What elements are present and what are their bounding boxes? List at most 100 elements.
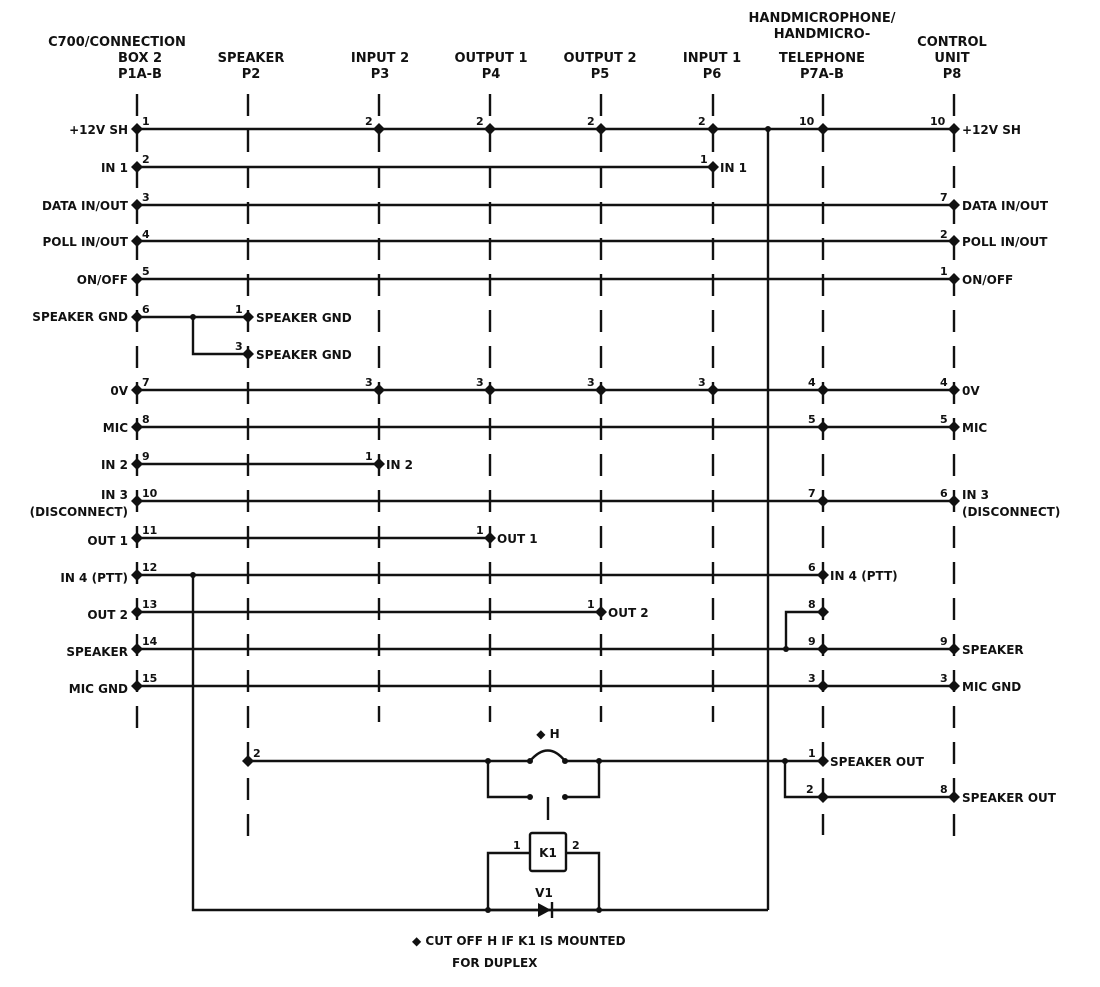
jumper-h-terminal-left [527,758,533,764]
wire-speaker-gnd-b [191,317,248,356]
p1-pin-6: 6 [142,303,150,316]
p1-pin-14: 14 [142,635,158,648]
relay-k1-label: K1 [539,846,557,860]
junction [765,126,771,132]
terminal-p1 [131,606,143,618]
terminal-p1 [131,199,143,211]
p8-pin-data: 7 [940,191,948,204]
p1-pin-10: 10 [142,487,158,500]
terminal-p8 [948,235,960,247]
connector-headers: C700/CONNECTION BOX 2 P1A-B SPEAKER P2 I… [48,11,987,82]
p7-pin-9: 9 [808,635,816,648]
signal-label-3: DATA IN/OUT [42,199,129,213]
terminal-p1 [131,458,143,470]
label-p8-speaker-out: SPEAKER OUT [962,791,1057,805]
p4-pin-out1: 1 [476,524,484,537]
p1-pin-4: 4 [142,228,150,241]
header-p1-line2: BOX 2 [118,51,162,66]
signal-label-2: IN 1 [101,161,128,175]
p6-pin-12v: 2 [698,115,706,128]
p5-pin-12v: 2 [587,115,595,128]
terminal-p1 [131,311,143,323]
header-p5-line1: OUTPUT 2 [564,51,637,66]
junction [596,907,602,913]
terminal-p1 [131,384,143,396]
signal-label-10: IN 3 [101,488,128,502]
signal-label-12: IN 4 (PTT) [60,571,128,585]
p7-pin-spkout2: 2 [806,783,814,796]
p1-pin-7: 7 [142,376,150,389]
p5-pin-0v: 3 [587,376,595,389]
header-p8-line2: UNIT [934,51,969,66]
p8-pin-in3: 6 [940,487,948,500]
junction [190,572,196,578]
p8-pin-poll: 2 [940,228,948,241]
p4-pin-12v: 2 [476,115,484,128]
label-p8-in3: IN 3 [962,488,989,502]
signal-label-1: +12V SH [69,123,128,137]
signal-label-15: MIC GND [69,682,128,696]
label-p3-in2: IN 2 [386,458,413,472]
label-p2-speaker-gnd-1: SPEAKER GND [256,311,352,325]
junction [485,758,491,764]
p1-pin-9: 9 [142,450,150,463]
label-p8-0v: 0V [962,384,980,398]
p1-pin-5: 5 [142,265,150,278]
jumper-h-arc [529,749,566,762]
header-p7-line1: HANDMICROPHONE/ [749,11,896,26]
terminal-p7 [817,569,829,581]
p1-pin-2: 2 [142,153,150,166]
terminal-p6 [707,161,719,173]
terminal-p8 [948,273,960,285]
signal-label-4: POLL IN/OUT [43,235,129,249]
p8-pin-mic: 5 [940,413,948,426]
terminal-p7 [817,606,829,618]
terminal-p1 [131,161,143,173]
wire-k1-contact-right [565,761,601,799]
terminal-p6 [707,123,719,135]
label-p8-mic-gnd: MIC GND [962,680,1021,694]
p5-pin-out2: 1 [587,598,595,611]
p1-pin-3: 3 [142,191,150,204]
terminal-p8 [948,384,960,396]
terminal-p2 [242,348,254,360]
signal-label-14: SPEAKER [66,645,128,659]
header-p7-line3: TELEPHONE [779,51,865,66]
jumper-h-terminal-right [562,758,568,764]
diode-v1 [538,903,551,917]
header-p7-line4: P7A-B [800,67,844,82]
header-p4-line2: P4 [482,67,501,82]
p1-pin-11: 11 [142,524,157,537]
p8-pin-spk: 9 [940,635,948,648]
header-p1-line3: P1A-B [118,67,162,82]
terminal-p3 [373,458,385,470]
p1-pin-13: 13 [142,598,157,611]
label-p8-in3-disconnect: (DISCONNECT) [962,505,1060,519]
signal-label-6: SPEAKER GND [32,310,128,324]
k1-contact-terminal-right [562,794,568,800]
p7-pin-spkout1: 1 [808,747,816,760]
wires [137,127,954,912]
end-labels: IN 1 SPEAKER GND SPEAKER GND IN 2 OUT 1 … [256,123,1060,805]
terminal-p5 [595,384,607,396]
p7-pin-0v: 4 [808,376,816,389]
p7-pin-12v: 10 [799,115,815,128]
label-p8-data: DATA IN/OUT [962,199,1049,213]
terminal-p1 [131,235,143,247]
p7-pin-in4: 6 [808,561,816,574]
terminal-p8 [948,199,960,211]
label-p2-speaker-gnd-3: SPEAKER GND [256,348,352,362]
terminal-p8 [948,643,960,655]
terminal-p1 [131,495,143,507]
terminal-p2 [242,755,254,767]
signal-label-11: OUT 1 [87,534,128,548]
header-p2-line1: SPEAKER [218,51,285,66]
terminal-p1 [131,569,143,581]
p8-pin-micgnd: 3 [940,672,948,685]
terminal-p1 [131,680,143,692]
header-p7-line2: HANDMICRO- [774,27,871,42]
p2-pin-gnd-a: 1 [235,303,243,316]
label-p7-in4: IN 4 (PTT) [830,569,898,583]
signal-label-5: ON/OFF [77,273,128,287]
terminal-p7 [817,755,829,767]
